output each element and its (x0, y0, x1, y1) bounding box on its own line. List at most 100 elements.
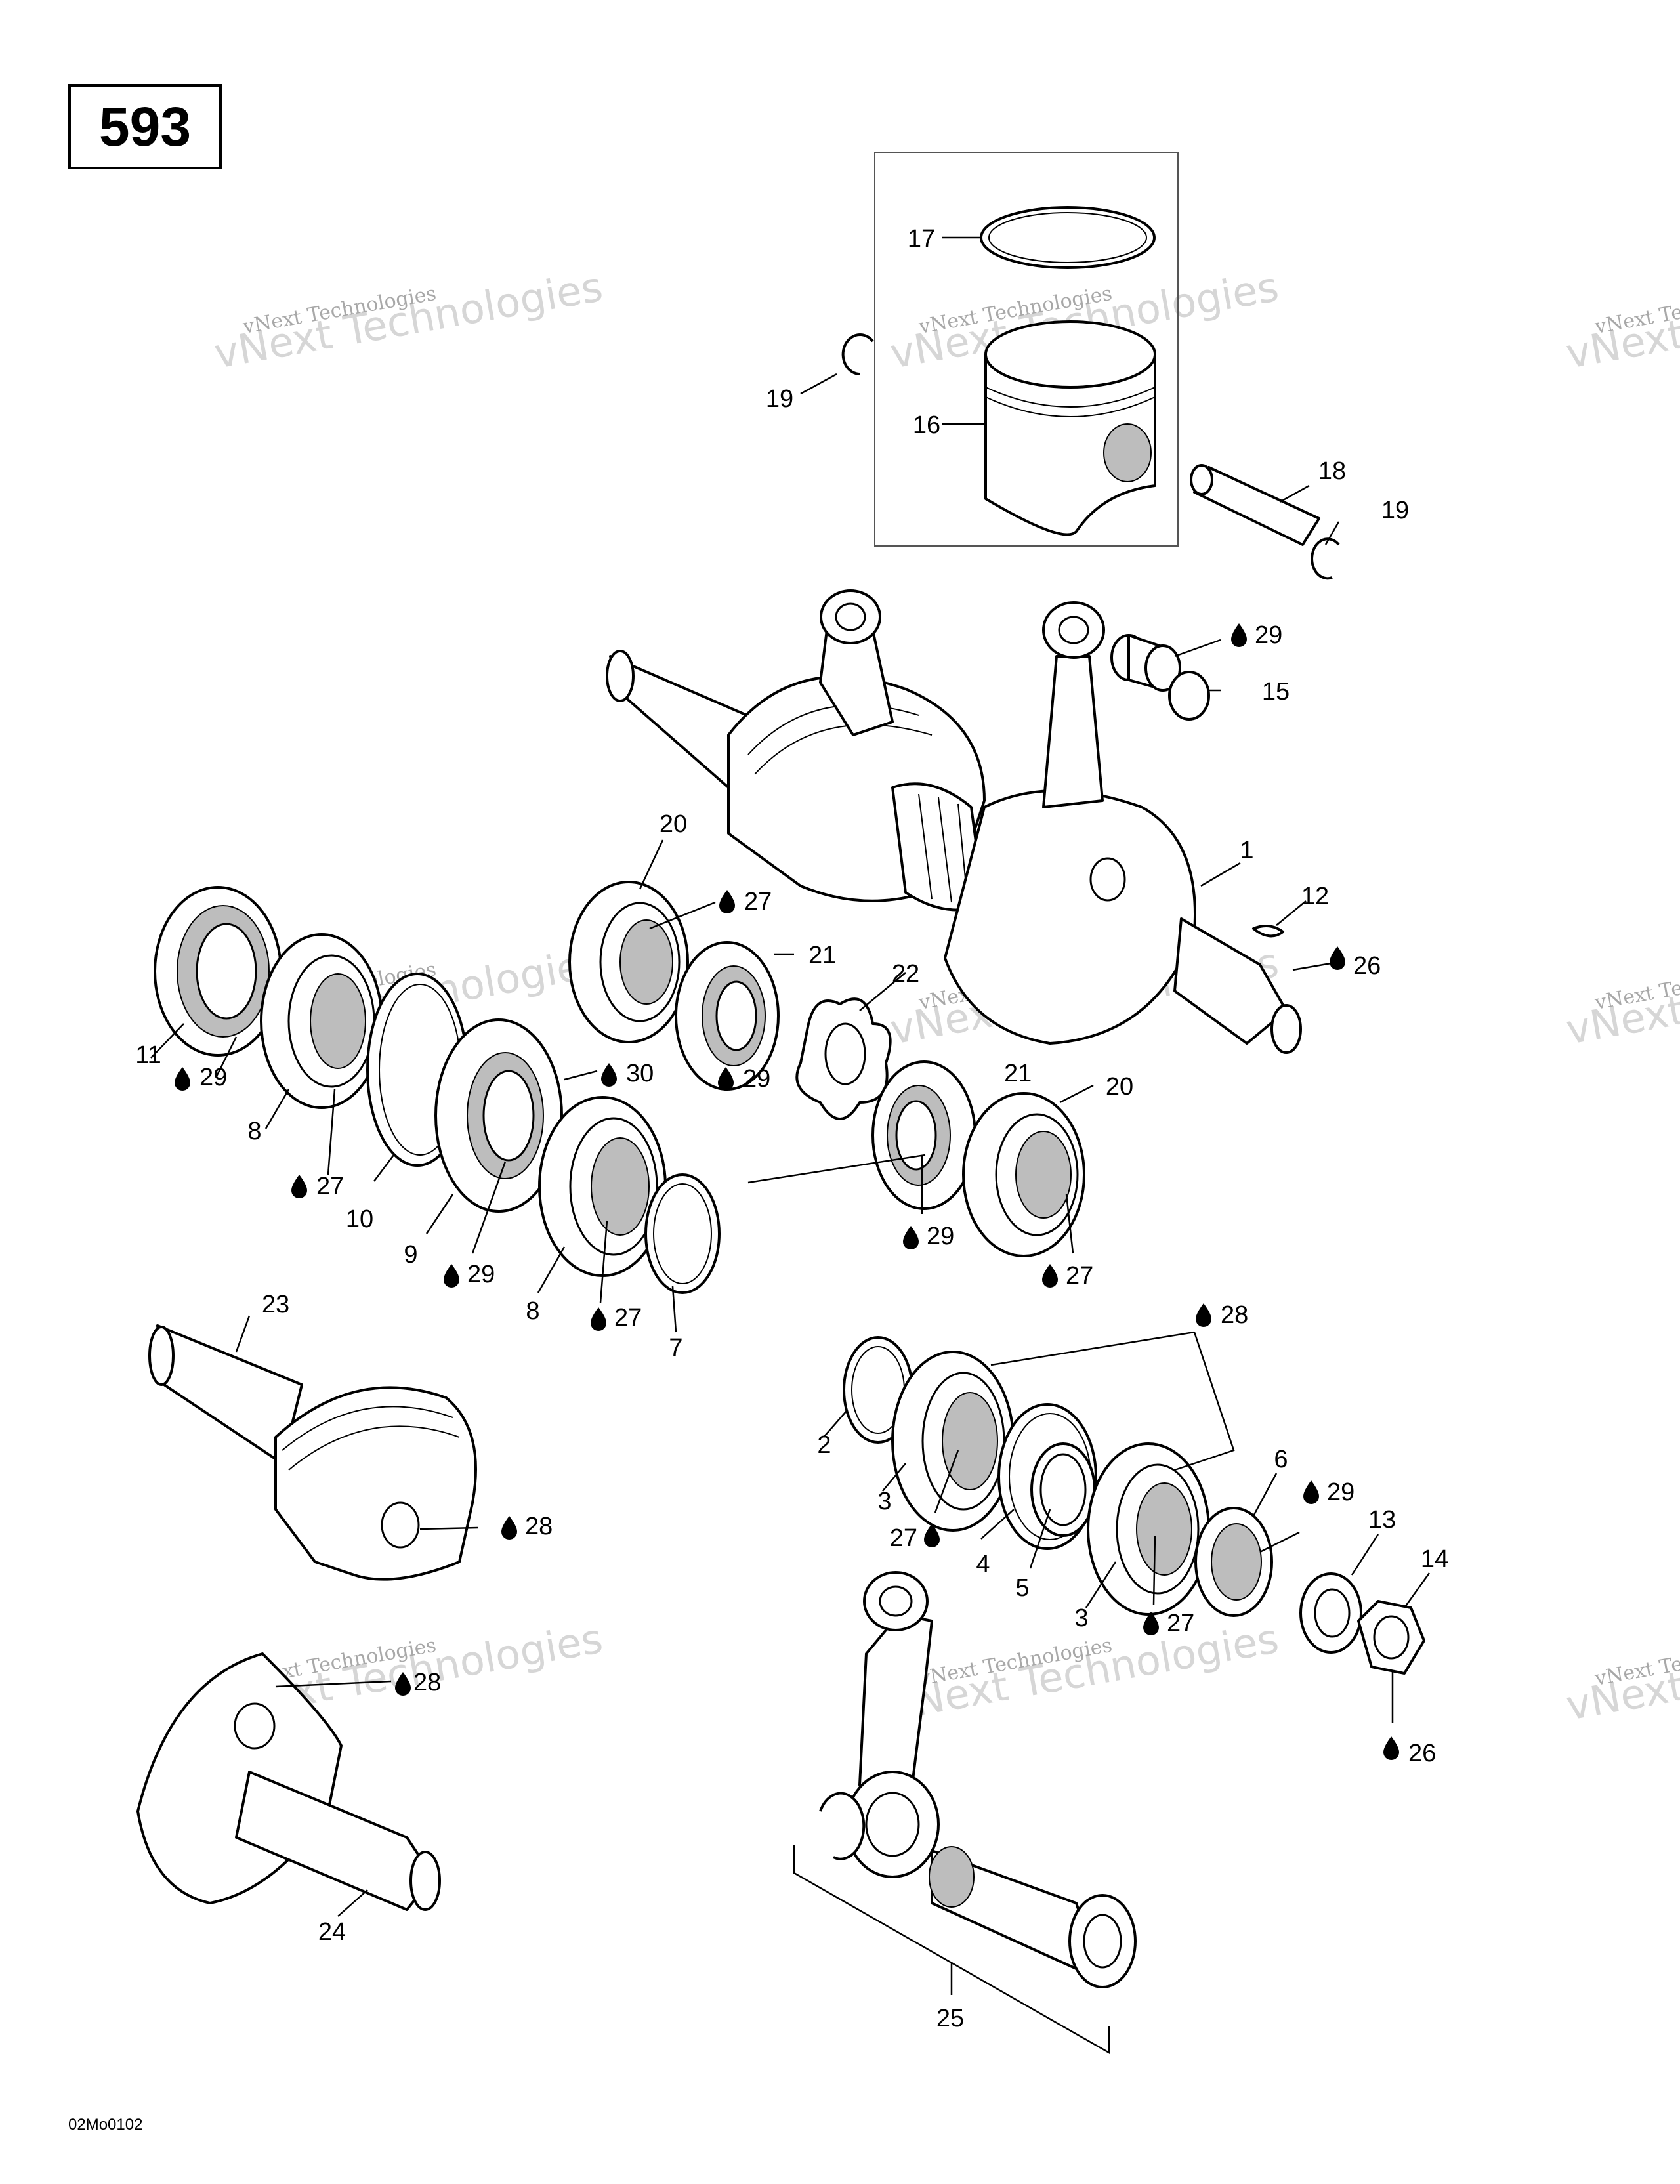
callout-7: 7 (669, 1334, 682, 1362)
oil-drop-icon (444, 1264, 459, 1288)
oil-drop-icon (175, 1067, 190, 1091)
callout-23: 23 (262, 1291, 289, 1318)
piston-pin-circlip (1311, 537, 1340, 580)
callout-29: 29 (743, 1065, 770, 1093)
callout-22: 22 (892, 960, 919, 988)
callout-9: 9 (404, 1241, 417, 1269)
callout-27: 27 (1167, 1610, 1194, 1637)
shim-ring (644, 1173, 721, 1294)
callout-29: 29 (1255, 621, 1282, 649)
callout-28: 28 (1221, 1301, 1248, 1329)
callout-27-oil: 27 (1143, 1610, 1194, 1637)
callout-27: 27 (1066, 1262, 1093, 1290)
callout-3: 3 (877, 1488, 891, 1515)
callout-18: 18 (1318, 457, 1346, 485)
oil-drop-icon (1143, 1612, 1159, 1635)
callout-10: 10 (346, 1206, 373, 1233)
thrust-washer (1168, 671, 1210, 721)
oil-seal (1194, 1507, 1273, 1617)
callout-25: 25 (936, 2005, 964, 2032)
callout-2: 2 (817, 1431, 831, 1459)
ball-bearing (962, 1092, 1085, 1257)
watermark: vNext Technologies vNext Technologies (211, 262, 606, 378)
drawing-code: 02Mo0102 (68, 2116, 142, 2133)
callout-6: 6 (1274, 1446, 1288, 1473)
callout-26: 26 (1408, 1740, 1436, 1767)
oil-drop-icon (719, 890, 735, 914)
crankshaft-nut (1357, 1600, 1425, 1675)
oil-seal (675, 941, 780, 1091)
callout-8: 8 (247, 1118, 261, 1145)
oil-drop-icon (718, 1067, 734, 1091)
callout-27: 27 (890, 1524, 917, 1552)
callout-24: 24 (318, 1918, 346, 1946)
callout-29: 29 (927, 1223, 954, 1250)
oil-seal (154, 886, 282, 1057)
callout-26-oil: 26 (1330, 946, 1381, 980)
callout-28-oil: 28 (1196, 1301, 1248, 1329)
ball-bearing (260, 933, 383, 1109)
oil-drop-icon (1383, 1736, 1399, 1760)
ball-bearing (568, 881, 689, 1043)
woodruff-key (1252, 925, 1284, 938)
callout-27-oil: 27 (890, 1524, 940, 1552)
callout-20: 20 (1106, 1073, 1133, 1101)
callout-27-oil: 27 (719, 888, 772, 915)
crankshaft-half-left (148, 1324, 477, 1581)
callout-1: 1 (1240, 837, 1253, 864)
ball-bearing (1087, 1442, 1210, 1616)
callout-12: 12 (1301, 883, 1329, 910)
oil-drop-icon (1196, 1303, 1211, 1327)
callout-27-oil: 27 (591, 1304, 642, 1332)
oil-drop-icon (601, 1063, 617, 1087)
callout-13: 13 (1368, 1506, 1396, 1534)
oil-drop-icon (1330, 946, 1345, 970)
callout-15: 15 (1262, 678, 1290, 705)
callout-19: 19 (766, 385, 793, 413)
callout-28: 28 (413, 1669, 441, 1696)
callout-28-oil: 28 (395, 1669, 441, 1696)
piston-pin-needle-bearing (1110, 634, 1181, 692)
crankshaft-assembly (606, 589, 1302, 1054)
connecting-rod-kit (793, 1571, 1137, 2055)
oil-drop-icon (501, 1516, 517, 1540)
watermark: vNext Technologies vNext Technologies (1563, 1614, 1680, 1730)
callouts: 17 19 16 18 19 29 15 1 20 27 21 12 26 22… (135, 225, 1448, 2032)
page-number-box: 593 (68, 84, 222, 169)
oil-drop-icon (903, 1226, 919, 1250)
callout-19: 19 (1381, 497, 1409, 524)
oil-drop-icon (924, 1524, 940, 1547)
oil-drop-icon (1231, 623, 1247, 647)
callout-29-oil: 29 (175, 1064, 227, 1091)
callout-28-oil: 28 (501, 1513, 553, 1540)
callout-29-oil: 29 (1231, 621, 1282, 649)
oil-seal (872, 1060, 976, 1210)
piston-ring (980, 206, 1156, 269)
oil-drop-icon (291, 1175, 307, 1198)
callout-14: 14 (1421, 1545, 1448, 1573)
callout-29-oil: 29 (444, 1261, 495, 1288)
callout-26-oil: 26 (1383, 1736, 1436, 1767)
watermark: vNext Technologies vNext Technologies (1563, 262, 1680, 378)
oil-seal (434, 1018, 563, 1213)
callout-11: 11 (135, 1041, 161, 1069)
callout-8: 8 (526, 1297, 539, 1325)
callout-27: 27 (744, 888, 772, 915)
callout-5: 5 (1015, 1574, 1029, 1602)
crankshaft-half-right (136, 1652, 441, 1911)
callout-29-oil: 29 (718, 1065, 770, 1093)
piston-pin (1190, 464, 1320, 546)
oil-drop-icon (591, 1307, 606, 1331)
callout-27-oil: 27 (1042, 1262, 1093, 1290)
callout-26: 26 (1353, 952, 1381, 980)
ball-bearing (891, 1351, 1015, 1532)
watermark: vNext Technologies vNext Technologies (1563, 938, 1680, 1054)
callout-3: 3 (1074, 1605, 1088, 1632)
callout-30-oil: 30 (601, 1060, 654, 1087)
callout-28: 28 (525, 1513, 553, 1540)
callout-29-oil: 29 (903, 1223, 954, 1250)
page-number: 593 (99, 96, 191, 158)
callout-4: 4 (976, 1551, 990, 1578)
oil-drop-icon (1042, 1264, 1058, 1288)
